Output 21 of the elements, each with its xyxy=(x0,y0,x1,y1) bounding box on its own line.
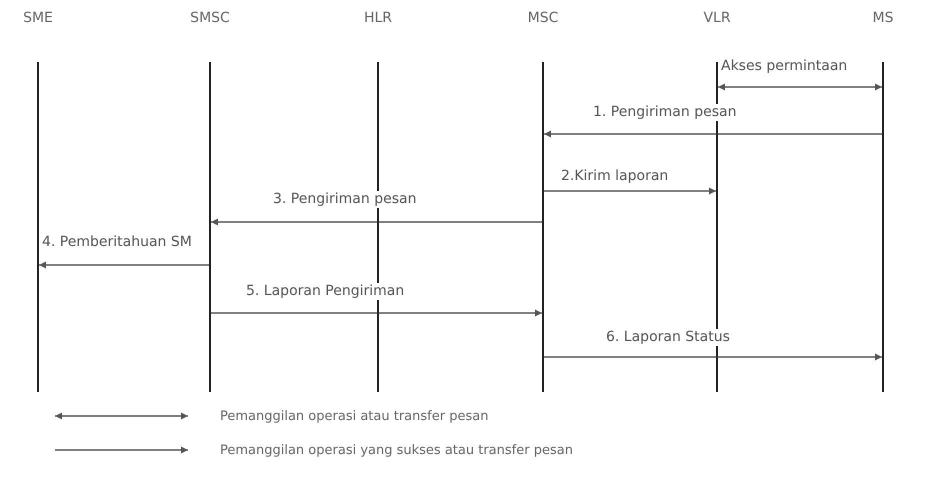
message-arrow xyxy=(544,188,716,194)
edge-label: 3. Pengiriman pesan xyxy=(272,191,418,208)
participant-label: VLR xyxy=(703,10,731,26)
edge-label: 1. Pengiriman pesan xyxy=(592,104,738,121)
message-arrow xyxy=(718,84,882,90)
edge-label: Akses permintaan xyxy=(720,58,848,75)
edge-label: 5. Laporan Pengiriman xyxy=(245,283,406,300)
participant-label: HLR xyxy=(364,10,392,26)
message-arrow xyxy=(544,130,882,138)
legend-text: Pemanggilan operasi yang sukses atau transfer pesan xyxy=(220,442,573,458)
message-arrow xyxy=(211,218,542,226)
edge-label: 6. Laporan Status xyxy=(605,329,731,346)
message-arrow xyxy=(39,262,209,268)
message-arrow xyxy=(211,310,542,316)
participant-label: MSC xyxy=(528,10,558,26)
edge-label: 2.Kirim laporan xyxy=(560,168,670,185)
legend-text: Pemanggilan operasi atau transfer pesan xyxy=(220,408,488,424)
participant-label: SMSC xyxy=(190,10,230,26)
participant-label: SME xyxy=(23,10,53,26)
participant-label: MS xyxy=(872,10,894,26)
message-arrow xyxy=(544,354,882,360)
